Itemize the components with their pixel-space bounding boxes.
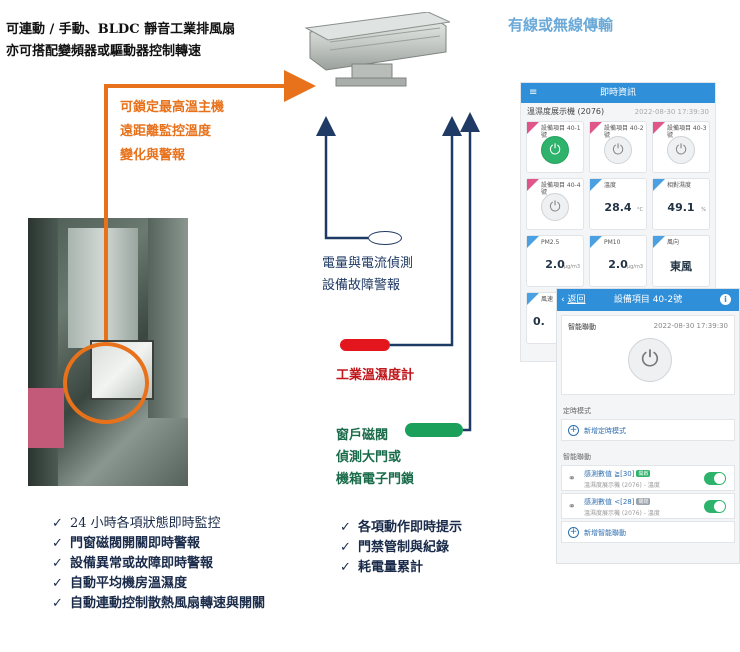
list-item: ✓自動連動控制散熱風扇轉速與開關 [52,594,265,614]
rule-toggle[interactable] [704,472,726,485]
list-item: ✓門窗磁閥開關即時警報 [52,534,265,554]
orange-note-3: 變化與警報 [120,148,186,163]
link-icon: ⚭ [568,474,576,484]
tile-device-40-1[interactable]: 設備項目 40-1號⏻ [526,121,584,173]
power-on-icon[interactable]: ⏻ [541,136,569,164]
power-sensor-shape [368,231,402,245]
device-datetime: 2022-08-30 17:39:30 [634,108,709,116]
app-header: ≡ 即時資訊 [521,83,715,103]
app-title: 即時資訊 [599,88,636,98]
add-smart-button[interactable]: +新增智能聯動 [561,521,735,543]
list-item: ✓自動平均機房溫濕度 [52,574,265,594]
check-icon: ✓ [52,576,63,591]
list-item: ✓各項動作即時提示 [340,518,462,538]
door-sensor-shape [405,423,463,437]
power-card: 智能聯動 2022-08-30 17:39:30 ⏻ [561,315,735,395]
smart-section-label: 智能聯動 [563,453,591,461]
smart-rule-row[interactable]: ⚭ 感測數值 <[28]關閉 溫濕度展示機 (2076) - 溫度 [561,493,735,519]
orange-note-2: 遠距離監控溫度 [120,124,212,139]
power-button[interactable]: ⏻ [628,338,672,382]
rule-tag: 關閉 [636,498,651,505]
list-item: ✓設備異常或故障即時警報 [52,554,265,574]
back-button[interactable]: ‹ 返回 [561,295,586,305]
fan-highlight-circle [63,342,149,424]
fan-housing-illustration [304,12,450,87]
check-icon: ✓ [340,560,351,575]
power-detect-line1: 電量與電流偵測 [322,256,414,271]
power-detect-line2: 設備故障警報 [322,278,401,293]
rule-toggle[interactable] [704,500,726,513]
feature-list-right: ✓各項動作即時提示 ✓門禁管制與紀錄 ✓耗電量累計 [340,518,462,578]
list-item: ✓24 小時各項狀態即時監控 [52,514,265,534]
check-icon: ✓ [52,516,63,531]
check-icon: ✓ [340,520,351,535]
temp-sensor-shape [340,339,390,351]
schedule-section-label: 定時模式 [563,407,591,415]
device-row: 溫濕度展示機 (2076) 2022-08-30 17:39:30 [521,103,715,121]
device-name: 溫濕度展示機 (2076) [527,107,605,116]
power-icon[interactable]: ⏻ [667,136,695,164]
card-datetime: 2022-08-30 17:39:30 [653,322,728,330]
menu-icon[interactable]: ≡ [529,87,538,98]
list-item: ✓耗電量累計 [340,558,462,578]
tile-device-40-4[interactable]: 設備項目 40-4號⏻ [526,178,584,230]
smart-rule-row[interactable]: ⚭ 感測數值 ≧[30]開啟 溫濕度展示機 (2076) - 溫度 [561,465,735,491]
transmission-title: 有線或無線傳輸 [508,16,614,34]
detail-title: 設備項目 40-2號 [613,295,683,305]
check-icon: ✓ [340,540,351,555]
detail-header: ‹ 返回 設備項目 40-2號 i [557,289,739,311]
tile-device-40-3[interactable]: 設備項目 40-3號⏻ [652,121,710,173]
add-schedule-button[interactable]: +新增定時模式 [561,419,735,441]
rule-tag: 開啟 [636,470,651,477]
headline-line1: 可連動 / 手動、BLDC 靜音工業排風扇 [6,22,236,37]
app-device-detail-screen: ‹ 返回 設備項目 40-2號 i 智能聯動 2022-08-30 17:39:… [556,288,740,564]
door-sensor-line2: 偵測大門或 [336,450,402,465]
tile-wind-direction[interactable]: 風向東風 [652,235,710,287]
tile-device-40-2[interactable]: 設備項目 40-2號⏻ [589,121,647,173]
orange-note-1: 可鎖定最高溫主機 [120,100,225,115]
temp-sensor-label: 工業溫濕度計 [336,368,415,383]
check-icon: ✓ [52,536,63,551]
link-icon: ⚭ [568,502,576,512]
door-sensor-line1: 窗戶磁閥 [336,428,389,443]
check-icon: ✓ [52,556,63,571]
card-title: 智能聯動 [568,323,596,331]
list-item: ✓門禁管制與紀錄 [340,538,462,558]
info-icon[interactable]: i [720,294,731,305]
headline-line2: 亦可搭配變頻器或驅動器控制轉速 [6,44,202,59]
plus-icon: + [568,527,579,538]
door-sensor-line3: 機箱電子門鎖 [336,472,415,487]
check-icon: ✓ [52,596,63,611]
power-icon[interactable]: ⏻ [604,136,632,164]
feature-list-left: ✓24 小時各項狀態即時監控 ✓門窗磁閥開關即時警報 ✓設備異常或故障即時警報 … [52,514,265,614]
power-icon[interactable]: ⏻ [541,193,569,221]
plus-icon: + [568,425,579,436]
